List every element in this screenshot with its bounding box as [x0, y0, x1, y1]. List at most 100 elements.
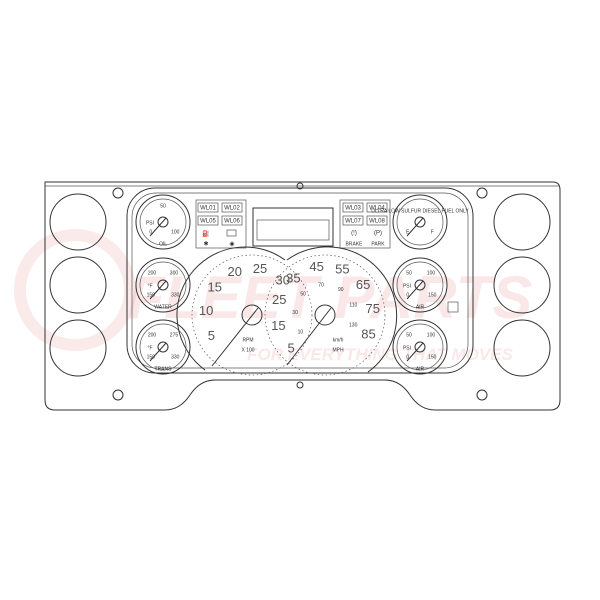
gauge-tick-label: 50	[406, 333, 412, 339]
gauge-label: OIL	[159, 241, 167, 247]
tachometer-needle	[211, 307, 259, 367]
dial-tick-label: 5	[287, 340, 294, 355]
bezel	[126, 187, 474, 374]
park-label: PARK	[371, 241, 385, 247]
gauge-tick-label: 150	[147, 355, 156, 361]
gauge-label: ULTRA LOW SULFUR DIESEL FUEL ONLY	[371, 208, 469, 214]
dial-tick-label: 10	[298, 330, 304, 336]
gauge-hub	[414, 216, 426, 228]
gauge-hub	[414, 279, 426, 291]
housing-outline	[44, 181, 561, 411]
gauge-hub	[157, 341, 169, 353]
warning-light-wl02: WL02	[224, 206, 240, 212]
gauge-tick-label: 200	[148, 333, 157, 339]
engine-fan-icon: ✱	[203, 241, 208, 248]
gauge-fuel: E F ULTRA LOW SULFUR DIESEL FUEL ONLY	[371, 194, 469, 250]
dial-tick-label: 75	[365, 301, 379, 316]
warning-light-wl05: WL05	[200, 219, 216, 225]
brake-warning-icon: (!)	[351, 231, 357, 237]
dial-tick-label: 30	[292, 310, 298, 316]
watermark-brand: FLEET PARTS	[128, 264, 532, 331]
dial-tick-label: 15	[271, 318, 285, 333]
warning-light-wl04: WL04	[369, 206, 385, 212]
lamp-icon: ◉	[229, 242, 234, 248]
gauge-needle	[406, 280, 424, 300]
warning-light-wl08: WL08	[369, 219, 385, 225]
gauge-tick-label: 100	[171, 230, 180, 236]
tachometer-dial	[176, 246, 286, 371]
side-blank-positions	[49, 193, 551, 377]
mounting-screws	[112, 182, 488, 401]
gauge-unit: PSI	[146, 220, 154, 226]
dial-tick-label: 130	[349, 323, 358, 329]
gauge-tick-label: 330	[171, 293, 180, 299]
tachometer-hub	[241, 304, 263, 326]
gauge-tick-label: 150	[147, 293, 156, 299]
gauge-needle	[149, 342, 167, 362]
gauge-tick-label: 150	[428, 293, 437, 299]
tach-label-rpm: RPM	[242, 337, 253, 343]
gauge-label: AIR	[416, 366, 425, 372]
gauge-tick-label: 150	[428, 355, 437, 361]
gauge-label: AIR	[416, 304, 425, 310]
battery-icon	[226, 229, 237, 237]
speedometer-dial	[286, 246, 398, 373]
warning-light-wl06: WL06	[224, 219, 240, 225]
gauge-hub	[414, 341, 426, 353]
dial-tick-label: 55	[335, 262, 349, 277]
gauge-tick-label: 0	[406, 355, 409, 361]
speedometer-needle	[286, 307, 332, 366]
gauge-tick-label: 100	[427, 333, 436, 339]
brake-label: BRAKE	[346, 241, 364, 247]
park-brake-icon: (P)	[374, 231, 382, 237]
gauge-needle	[149, 217, 167, 237]
gauge-label: TRANS	[155, 366, 173, 372]
gauge-needle	[406, 342, 424, 362]
gauge-needle	[149, 280, 167, 300]
dial-tick-label: 110	[349, 302, 357, 308]
dial-tick-label: 70	[318, 283, 324, 289]
dial-tick-label: 20	[228, 264, 242, 279]
gauge-tick-label: 300	[170, 271, 179, 277]
dial-tick-label: 25	[272, 292, 286, 307]
warning-light-wl07: WL07	[345, 219, 361, 225]
button-square[interactable]	[447, 301, 459, 313]
gauge-tick-label: 100	[427, 271, 436, 277]
gauge-tick-label: F	[431, 230, 434, 236]
dial-tick-label: 30	[276, 272, 290, 287]
dial-tick-label: 35	[286, 270, 300, 285]
lcd-display	[252, 207, 334, 247]
gauge-label: WATER	[154, 304, 172, 310]
gauge-unit: °F	[147, 283, 152, 289]
gauge-unit: PSI	[403, 345, 411, 351]
gauge-tick-label: E	[406, 230, 410, 236]
gauge-tick-label: 275	[170, 333, 179, 339]
gauge-unit: PSI	[403, 283, 411, 289]
dial-tick-label: 65	[356, 277, 370, 292]
gauge-needle	[406, 217, 424, 237]
gauge-unit: °F	[147, 345, 152, 351]
warning-light-wl01: WL01	[200, 206, 216, 212]
speedo-label-kmh: km/h	[333, 337, 344, 343]
gauge-tick-label: 200	[148, 271, 157, 277]
gauge-tick-label: 330	[171, 355, 180, 361]
dial-tick-label: 10	[199, 303, 213, 318]
gauge-tick-label: 0	[406, 293, 409, 299]
dial-tick-label: 50	[300, 292, 306, 298]
gauge-tick-label: 0	[149, 230, 152, 236]
speedometer-hub	[314, 304, 336, 326]
dial-tick-label: 90	[338, 287, 344, 293]
gauge-hub	[157, 216, 169, 228]
gauge-tick-label: 50	[406, 271, 412, 277]
speedo-label-mph: MPH	[332, 347, 344, 353]
gauge-tick-label: 50	[160, 203, 166, 209]
gauge-hub	[157, 279, 169, 291]
warning-light-wl03: WL03	[345, 206, 361, 212]
dial-tick-label: 85	[361, 327, 375, 342]
dial-tick-label: 45	[309, 259, 323, 274]
